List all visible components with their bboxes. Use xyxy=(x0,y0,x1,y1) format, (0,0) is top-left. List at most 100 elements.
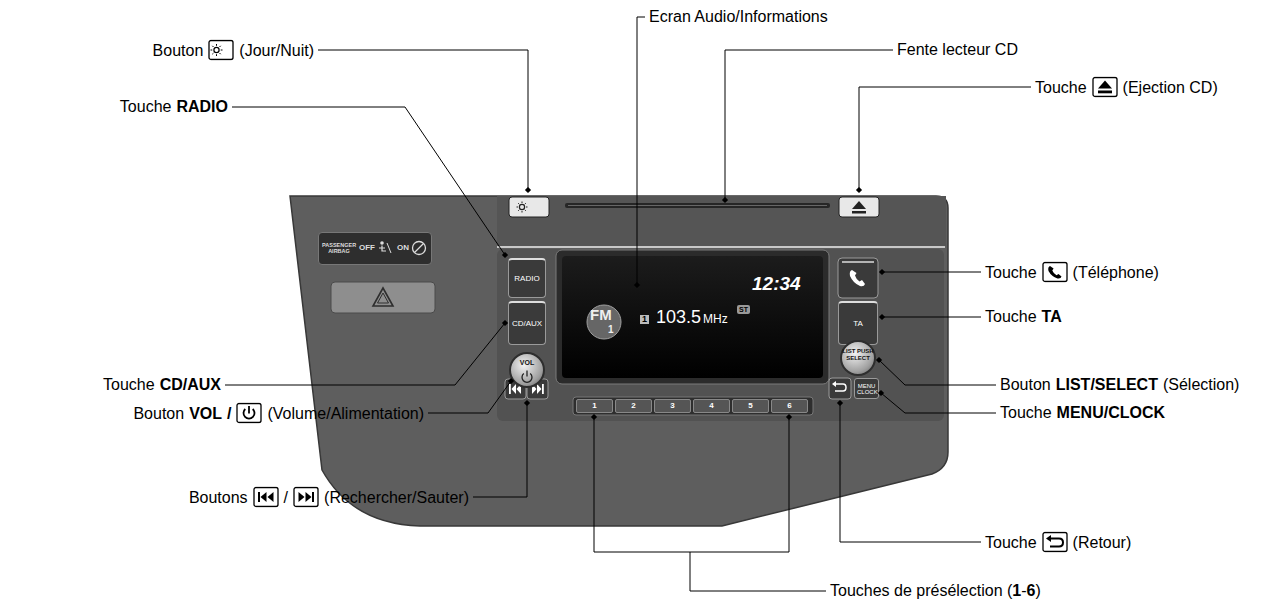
day-night-button xyxy=(531,202,536,212)
day-night-button xyxy=(517,202,528,213)
preset-bar xyxy=(573,397,813,415)
screen-frame xyxy=(556,250,829,384)
leader-dots xyxy=(502,320,508,326)
leader-lines xyxy=(473,403,527,497)
control-name: RADIO xyxy=(176,98,228,116)
preset-number: 5 xyxy=(748,402,752,410)
callout-label: (Retour) xyxy=(1073,533,1132,551)
leader-lines xyxy=(637,17,645,285)
panel-body xyxy=(497,246,945,248)
callout: ToucheTA xyxy=(985,308,1062,326)
callout-label: Touche xyxy=(985,263,1037,281)
callout: ToucheRADIO xyxy=(120,98,228,116)
callout-label: (Rechercher/Sauter) xyxy=(324,488,469,506)
callout: Touches de présélection (1-6) xyxy=(830,582,1041,600)
preset-bar xyxy=(573,397,813,415)
leader-dots xyxy=(634,282,640,288)
display-logo xyxy=(587,305,621,339)
audio-display: 12:34FM11103.5MHzST xyxy=(562,256,823,378)
preset-number: 3 xyxy=(670,402,674,410)
airbag-indicator: PASSENGER AIRBAGOFF ON xyxy=(318,232,432,265)
leader-lines xyxy=(882,317,981,318)
seek-buttons xyxy=(509,384,511,394)
back-icon xyxy=(1042,532,1068,553)
sun-icon xyxy=(208,40,234,61)
panel-body xyxy=(290,196,948,526)
leader-dots xyxy=(722,197,728,203)
seek-buttons xyxy=(542,384,544,394)
back-button xyxy=(832,381,836,387)
callout-label: (Téléphone) xyxy=(1073,263,1159,281)
callout-label: (Jour/Nuit) xyxy=(239,41,314,59)
cd-slot xyxy=(565,203,830,208)
indicator-text: OFF xyxy=(359,244,375,252)
leader-lines xyxy=(225,17,1031,591)
button-label: MENU CLOCK xyxy=(857,383,876,395)
power-symbol xyxy=(522,371,532,383)
back-button xyxy=(829,378,851,399)
airbag-symbol xyxy=(413,242,426,255)
leader-dots xyxy=(502,187,885,420)
preset-number: 1 xyxy=(592,402,596,410)
radio-button: RADIO xyxy=(508,258,546,298)
eject-button xyxy=(852,201,866,209)
leader-dots xyxy=(837,400,843,406)
seek-buttons xyxy=(537,384,542,394)
callout: Touche(Retour) xyxy=(985,532,1131,553)
back-button xyxy=(829,378,851,399)
leader-dots xyxy=(591,414,597,420)
leader-lines xyxy=(225,323,505,385)
indicator-text: PASSENGER AIRBAG xyxy=(322,242,356,255)
leader-dots xyxy=(502,252,508,258)
airbag-symbol xyxy=(415,244,424,253)
display-text: FM xyxy=(590,307,612,322)
leader-lines xyxy=(232,107,505,255)
leader-lines xyxy=(594,417,789,552)
leader-lines xyxy=(690,552,826,591)
leader-lines xyxy=(318,50,528,190)
airbag-symbol xyxy=(379,246,386,252)
preset-button: 1 xyxy=(576,399,613,413)
callout-label: Touche xyxy=(1035,78,1087,96)
callout-label: - xyxy=(1021,582,1026,600)
leader-lines xyxy=(882,272,981,273)
callout: BoutonVOL/(Volume/Alimentation) xyxy=(133,403,424,424)
leader-dots xyxy=(524,400,530,406)
indicator-text: ON xyxy=(397,244,409,252)
leader-dots xyxy=(856,187,862,193)
button-label: CD/AUX xyxy=(512,320,542,328)
panel-body xyxy=(497,196,946,246)
preset-number: 4 xyxy=(709,402,713,410)
leader-dots xyxy=(786,414,792,420)
panel-body xyxy=(497,249,944,421)
hazard-button xyxy=(373,288,393,306)
callout-label: Touche xyxy=(103,376,155,394)
cd-aux-button: CD/AUX xyxy=(508,301,546,345)
callout-label: Ecran Audio/Informations xyxy=(649,8,828,26)
leader-lines xyxy=(725,50,893,200)
ta-button: TA xyxy=(838,301,878,345)
airbag-symbol xyxy=(379,241,426,254)
callout-label: Touche xyxy=(985,308,1037,326)
control-name: MENU/CLOCK xyxy=(1057,404,1165,422)
preset-button: 3 xyxy=(654,399,691,413)
callout-label: Boutons xyxy=(189,488,248,506)
menu-button: MENU CLOCK xyxy=(854,378,879,399)
callout-label: Touche xyxy=(120,98,172,116)
preset-button: 6 xyxy=(771,399,808,413)
control-name: 1 xyxy=(1012,582,1021,600)
airbag-symbol xyxy=(387,243,391,253)
callout: Fente lecteur CD xyxy=(897,41,1018,59)
button-label: TA xyxy=(853,320,863,328)
callout-label: ) xyxy=(1035,582,1040,600)
preset-number: 6 xyxy=(787,402,791,410)
preset-button: 4 xyxy=(693,399,730,413)
display-logo xyxy=(587,305,621,339)
eject-button xyxy=(852,211,866,214)
leader-lines xyxy=(428,381,511,413)
select-knob: LIST PUSH SELECT xyxy=(840,340,876,376)
phone-button xyxy=(850,270,865,286)
